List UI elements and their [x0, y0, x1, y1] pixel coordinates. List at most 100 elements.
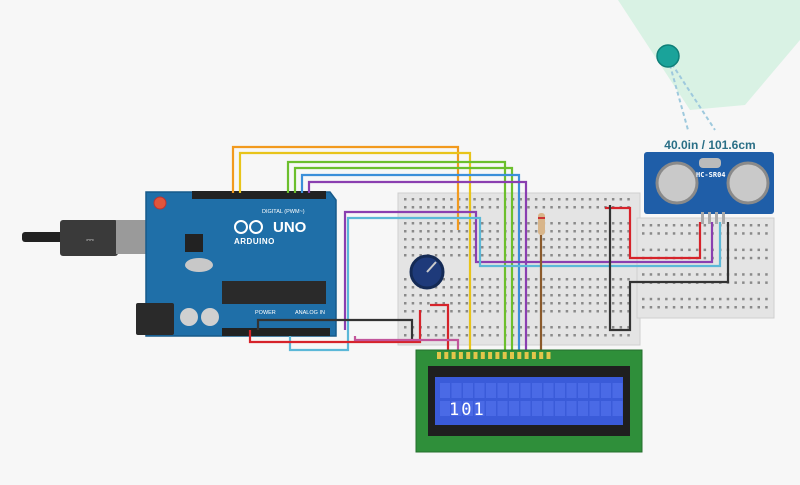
- breadboard-hole: [565, 294, 569, 297]
- breadboard-hole: [627, 222, 630, 225]
- breadboard-hole: [450, 294, 453, 297]
- breadboard-hole: [434, 334, 438, 337]
- breadboard-hole: [588, 254, 592, 257]
- lcd-cell: [589, 401, 600, 416]
- reset-button[interactable]: [153, 196, 167, 210]
- wire-red-3[interactable]: [430, 303, 450, 350]
- breadboard-hole: [527, 230, 530, 233]
- breadboard-hole: [450, 222, 453, 225]
- breadboard-hole: [672, 297, 676, 301]
- breadboard-hole: [565, 310, 569, 313]
- breadboard-hole: [749, 256, 753, 260]
- breadboard-hole: [534, 286, 538, 289]
- lcd-cell: [463, 401, 473, 416]
- breadboard-hole: [434, 206, 438, 209]
- breadboard-hole: [734, 224, 737, 227]
- breadboard-hole: [596, 326, 599, 329]
- breadboard-hole: [734, 256, 737, 260]
- breadboard-hole: [404, 222, 407, 225]
- sensor-target-object[interactable]: [656, 44, 680, 68]
- breadboard-hole: [573, 326, 576, 329]
- breadboard-hole: [496, 246, 499, 249]
- distance-readout: 40.0in / 101.6cm: [664, 138, 756, 152]
- breadboard-hole: [542, 310, 546, 313]
- arduino-logo-icon: [234, 220, 263, 234]
- breadboard-hole: [665, 306, 668, 309]
- lcd-display-text: 101: [449, 400, 486, 420]
- breadboard-hole: [465, 326, 469, 329]
- breadboard-hole: [534, 302, 538, 305]
- breadboard-hole: [481, 278, 484, 281]
- breadboard-hole: [765, 281, 768, 284]
- breadboard-hole: [450, 230, 453, 233]
- breadboard-hole: [519, 222, 522, 225]
- breadboard-hole: [619, 254, 623, 257]
- breadboard-hole: [427, 246, 430, 249]
- resistor[interactable]: [538, 213, 545, 235]
- breadboard-hole: [473, 222, 476, 225]
- breadboard-hole: [558, 230, 561, 233]
- wire-cyan[interactable]: [288, 216, 722, 352]
- breadboard-hole: [411, 222, 415, 225]
- wire-yellow[interactable]: [238, 151, 472, 350]
- lcd-cell: [555, 383, 565, 398]
- breadboard-hole: [427, 302, 430, 305]
- breadboard-hole: [442, 334, 445, 337]
- breadboard-hole: [726, 306, 730, 309]
- breadboard-hole: [481, 198, 484, 201]
- breadboard-hole: [604, 302, 607, 305]
- breadboard-hole: [434, 286, 438, 289]
- breadboard-hole: [565, 326, 569, 329]
- breadboard-hole: [611, 278, 615, 281]
- breadboard-hole: [411, 238, 415, 241]
- lcd-pin: [451, 352, 456, 359]
- breadboard-hole: [573, 278, 576, 281]
- breadboard-hole: [757, 232, 760, 235]
- breadboard-hole: [496, 294, 499, 297]
- lcd-cell: [589, 383, 600, 398]
- breadboard-hole: [534, 294, 538, 297]
- wire-green-2[interactable]: [293, 166, 514, 350]
- breadboard-hole: [596, 254, 599, 257]
- breadboard-hole: [749, 232, 753, 235]
- breadboard-hole: [519, 294, 522, 297]
- breadboard-hole: [473, 230, 476, 233]
- breadboard-hole: [611, 294, 615, 297]
- breadboard-hole: [411, 310, 415, 313]
- breadboard-hole: [481, 254, 484, 257]
- breadboard-hole: [519, 230, 522, 233]
- breadboard-hole: [473, 206, 476, 209]
- wire-green[interactable]: [286, 160, 507, 350]
- breadboard-hole: [703, 248, 707, 252]
- breadboard-hole: [442, 326, 445, 329]
- breadboard-hole: [434, 246, 438, 249]
- breadboard-hole: [619, 278, 623, 281]
- breadboard-hole: [534, 326, 538, 329]
- wire-black-2[interactable]: [608, 205, 730, 332]
- wire-red-2[interactable]: [605, 206, 702, 260]
- breadboard-hole: [488, 246, 492, 249]
- breadboard-hole: [719, 273, 722, 276]
- breadboard-hole: [542, 286, 546, 289]
- wire-red[interactable]: [248, 310, 422, 344]
- wire-purple-long[interactable]: [343, 210, 714, 330]
- breadboard-hole: [419, 230, 422, 233]
- breadboard-hole: [488, 286, 492, 289]
- lcd-pin: [510, 352, 514, 359]
- breadboard-hole: [695, 224, 699, 227]
- breadboard-hole: [527, 254, 530, 257]
- lcd-pins: [437, 352, 551, 359]
- breadboard-hole: [611, 286, 615, 289]
- wire-pink[interactable]: [353, 336, 460, 350]
- breadboard-hole: [665, 297, 668, 301]
- breadboard-hole: [642, 232, 645, 235]
- breadboard-hole: [457, 238, 461, 241]
- breadboard-hole: [411, 246, 415, 249]
- wire-black[interactable]: [256, 318, 414, 340]
- usb-cable[interactable]: [22, 232, 72, 242]
- wire-orange[interactable]: [231, 145, 460, 230]
- breadboard-hole: [765, 256, 768, 260]
- breadboard-hole: [757, 224, 760, 227]
- breadboard-hole: [488, 278, 492, 281]
- breadboard-hole: [742, 232, 745, 235]
